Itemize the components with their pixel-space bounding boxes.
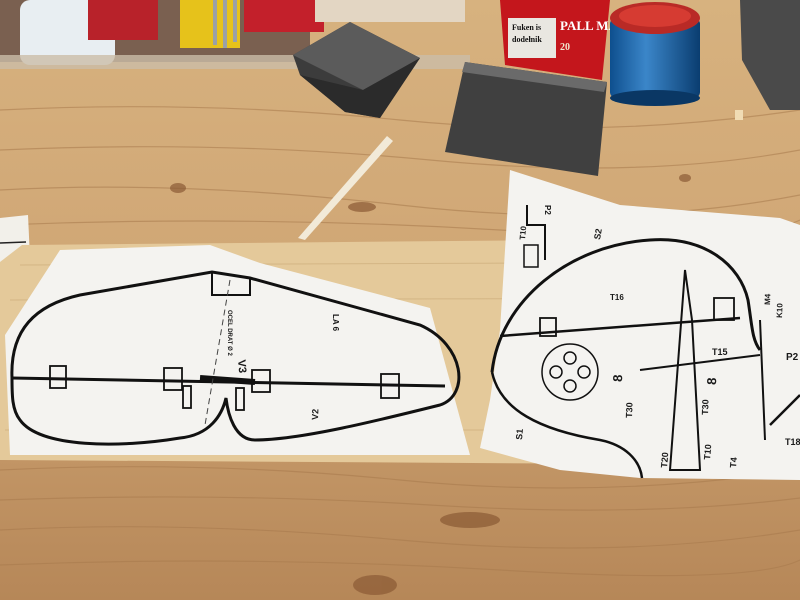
tail-label-b-left: 8 [610,374,625,382]
wing-label-v2: V2 [310,409,320,420]
pack-warning-line2: dodełnik [512,35,542,44]
tail-bracket-drawing [523,244,539,268]
tail-label-t20: T20 [659,452,670,468]
fuselage-outline [668,269,702,471]
wing-label-span: LA 6 [331,314,340,332]
wing-plan-paper [5,245,470,455]
tail-label-t10-top: T10 [518,225,528,240]
tail-label-t15: T15 [712,347,728,357]
wing-label-center: V3 [235,359,248,373]
wing-outline [10,270,461,446]
tail-label-p2-right: P2 [786,352,799,363]
pack-count: 20 [560,42,570,53]
sanding-block-left [293,22,420,118]
sanding-block-right [445,62,607,176]
pack-warning-line1: Fuken is [512,23,541,32]
tail-label-t30-left: T30 [624,402,635,418]
tool-top-right [740,0,800,110]
tail-label-p2-top: P2 [543,205,552,215]
tail-outline [490,238,762,373]
tail-label-t18: T18 [785,437,800,447]
wood-grain [0,106,800,577]
cigarette-pack: Fuken is dodełnik PALL MALL 20 [500,0,636,80]
wing-centerline [204,279,231,426]
tail-label-t16: T16 [610,293,624,302]
wing-ribs [49,365,400,411]
wing-label-rib: OCEL DRAT Ø 2 [226,310,232,356]
tail-plan: P2 S2 T10 M4 K10 P2 T18 T15 8 8 T30 T30 … [480,170,800,480]
tail-label-k10: K10 [775,303,785,319]
paint-tin [610,2,700,106]
wing-plan: V3 LA 6 V2 OCEL DRAT Ø 2 [5,245,470,455]
tail-label-b-right: 8 [704,377,719,385]
tail-label-t10-bottom: T10 [702,444,713,460]
tail-label-t30-right: T30 [700,399,711,415]
wood-chip [735,110,743,120]
wood-knots [170,174,691,595]
tail-label-m4: M4 [763,293,772,305]
hex-keys [213,0,237,48]
balsa-strip [298,136,393,240]
tail-hole-pattern [541,343,599,401]
tail-label-s1: S1 [514,428,525,440]
top-clutter [0,0,470,69]
tail-label-t4: T4 [728,457,739,468]
tail-label-s2: S2 [592,228,604,241]
